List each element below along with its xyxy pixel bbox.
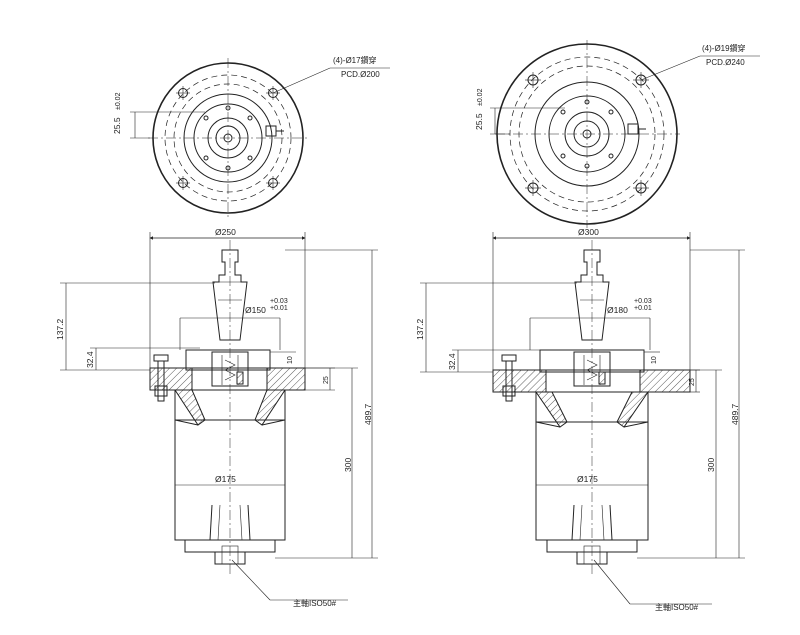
left-h-489: 489.7 xyxy=(363,403,373,425)
left-top-view: 25.5 ±0.02 (4)-Ø17鑽穿 PCD.Ø200 xyxy=(112,55,390,218)
right-h-489: 489.7 xyxy=(730,403,740,425)
right-pcd-label: PCD.Ø240 xyxy=(706,58,745,67)
right-side-view: Ø300 Ø180 +0.03 +0.01 Ø175 xyxy=(415,227,745,612)
left-h-25: 25 xyxy=(323,376,330,384)
right-h-10: 10 xyxy=(651,356,658,364)
left-h-300: 300 xyxy=(343,458,353,472)
right-offset-value: 25.5 xyxy=(474,113,484,130)
left-pcd-label: PCD.Ø200 xyxy=(341,70,380,79)
right-dia-body: Ø175 xyxy=(577,474,598,484)
right-offset-tol: ±0.02 xyxy=(477,88,484,106)
right-dia-mid: Ø180 xyxy=(607,305,628,315)
left-dia-mid-tol-lower: +0.01 xyxy=(270,305,288,312)
left-dia-top: Ø250 xyxy=(215,227,236,237)
right-dia-top: Ø300 xyxy=(578,227,599,237)
left-hole-label: (4)-Ø17鑽穿 xyxy=(333,55,377,65)
left-side-view: Ø250 Ø150 +0.03 +0.01 Ø175 xyxy=(55,227,378,608)
left-dia-mid: Ø150 xyxy=(245,305,266,315)
left-spindle-label: 主軸ISO50# xyxy=(293,598,337,608)
left-h-32: 32.4 xyxy=(85,351,95,368)
right-h-137: 137.2 xyxy=(415,318,425,340)
left-offset-tol: ±0.02 xyxy=(115,92,122,110)
left-dia-body: Ø175 xyxy=(215,474,236,484)
right-h-25: 25 xyxy=(689,378,696,386)
right-dia-mid-tol-lower: +0.01 xyxy=(634,305,652,312)
left-offset-value: 25.5 xyxy=(112,117,122,134)
right-hole-label: (4)-Ø19鑽穿 xyxy=(702,43,746,53)
left-h-10: 10 xyxy=(287,356,294,364)
right-h-300: 300 xyxy=(706,458,716,472)
right-dia-mid-tol-upper: +0.03 xyxy=(634,298,652,305)
right-h-32: 32.4 xyxy=(447,353,457,370)
right-spindle-label: 主軸ISO50# xyxy=(655,602,699,612)
right-top-view: 25.5 ±0.02 (4)-Ø19鑽穿 PCD.Ø240 xyxy=(474,40,760,228)
left-dia-mid-tol-upper: +0.03 xyxy=(270,298,288,305)
left-h-137: 137.2 xyxy=(55,318,65,340)
